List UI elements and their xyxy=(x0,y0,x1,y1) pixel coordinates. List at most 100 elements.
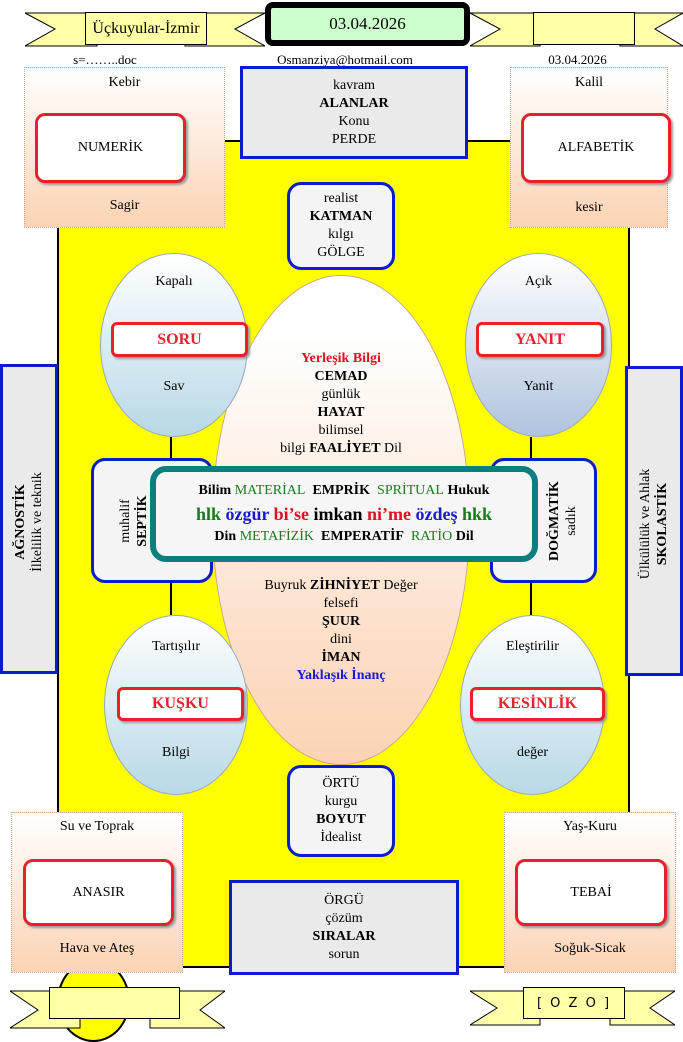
agnostik-bar: AĞNOSTİK İlkelilik ve teknik xyxy=(0,364,58,674)
footer-right-banner: [ O Z O ] xyxy=(470,985,675,1035)
ellipse-top-text: Yerleşik Bilgi CEMAD günlük HAYAT bilims… xyxy=(232,350,450,458)
katman-l3: kılgı xyxy=(328,227,354,242)
din: Din xyxy=(214,529,237,544)
connector xyxy=(170,437,172,458)
alanlar-l1: kavram xyxy=(333,77,375,93)
agnostik-text: AĞNOSTİK İlkelilik ve teknik xyxy=(9,389,49,655)
katman-title: KATMAN xyxy=(309,209,373,224)
yanit-ellipse: Açık YANIT Yanit xyxy=(465,253,612,437)
right-banner xyxy=(470,8,683,53)
dil: Dil xyxy=(455,529,474,544)
siralar-l4: sorun xyxy=(328,946,360,962)
yaklasik-inanc: Yaklaşık İnanç xyxy=(296,668,386,683)
boyut-box: ÖRTÜ kurgu BOYUT İdealist xyxy=(287,765,395,857)
material: MATERİAL xyxy=(234,483,306,498)
skolastik-bar: Ülkülülük ve Ahlak SKOLASTİK xyxy=(625,366,683,676)
boyut-l4: İdealist xyxy=(320,830,362,845)
yerlesik-bilgi: Yerleşik Bilgi xyxy=(301,351,381,366)
footer-left-label xyxy=(49,987,180,1019)
hukuk: Hukuk xyxy=(447,483,490,498)
faaliyet-pre: bilgi xyxy=(280,441,310,456)
septik-title: SEPTİK xyxy=(135,495,150,547)
numerik-top: Kebir xyxy=(108,75,141,90)
ratio: RATİO xyxy=(410,529,453,544)
anasir-bottom: Hava ve Ateş xyxy=(59,941,135,956)
date-label: 03.04.2026 xyxy=(548,52,607,67)
katman-l4: GÖLGE xyxy=(317,245,365,260)
boyut-l1: ÖRTÜ xyxy=(322,776,360,791)
dogmatik-title: DOĞMATİK xyxy=(547,481,562,561)
anasir-box: ANASIR xyxy=(23,859,174,926)
left-banner-label: Üçkuyular-İzmir xyxy=(85,12,207,45)
boyut-l2: kurgu xyxy=(324,794,358,809)
soru-box: SORU xyxy=(111,322,248,357)
right-banner-label xyxy=(533,12,635,45)
hkk: hkk xyxy=(462,504,493,524)
ozgur: özgür xyxy=(225,504,270,524)
ellipse-bottom-text: Buyruk ZİHNİYET Değer felsefi ŞUUR dini … xyxy=(232,577,450,685)
siralar-title: SIRALAR xyxy=(312,928,376,944)
hayat: HAYAT xyxy=(317,405,365,420)
file-label: s=……..doc xyxy=(73,52,137,67)
emperatif: EMPERATİF xyxy=(321,529,404,544)
tebai-panel: Yaş-Kuru TEBAİ Soğuk-Sicak xyxy=(504,812,676,973)
email-link[interactable]: Osmanziya@hotmail.com xyxy=(277,52,413,67)
felsefi: felsefi xyxy=(323,596,359,611)
soru-ellipse: Kapalı SORU Sav xyxy=(100,253,248,437)
alfabetik-top: Kalil xyxy=(575,75,603,90)
center-box: Bilim MATERİAL EMPRİK SPRİTUAL Hukuk hlk… xyxy=(150,466,538,562)
metafizik: METAFİZİK xyxy=(239,529,315,544)
spritual: SPRİTUAL xyxy=(377,483,444,498)
agnostik-title: AĞNOSTİK xyxy=(13,484,28,560)
kesinlik-ellipse: Eleştirilir KESİNLİK değer xyxy=(460,615,605,795)
kesinlik-top: Eleştirilir xyxy=(506,639,559,654)
faaliyet-post: Dil xyxy=(380,441,402,456)
center-row-1: Bilim MATERİAL EMPRİK SPRİTUAL Hukuk xyxy=(199,480,490,502)
numerik-panel: Kebir NUMERİK Sagir xyxy=(24,67,225,228)
soru-top: Kapalı xyxy=(155,274,193,289)
nime: ni’me xyxy=(367,504,412,524)
kusku-ellipse: Tartışılır KUŞKU Bilgi xyxy=(104,615,248,795)
dogmatik-text: DOĞMATİK sadık xyxy=(543,461,583,581)
iman: İMAN xyxy=(321,650,361,665)
yanit-top: Açık xyxy=(524,274,553,289)
suur: ŞUUR xyxy=(321,614,361,629)
cemad: CEMAD xyxy=(314,369,368,384)
left-banner: Üçkuyular-İzmir xyxy=(25,8,265,53)
faaliyet-line: bilgi FAALİYET Dil xyxy=(232,440,450,458)
zihniyet-pre: Buyruk xyxy=(264,578,310,593)
zihniyet-line: Buyruk ZİHNİYET Değer xyxy=(232,577,450,595)
alfabetik-box: ALFABETİK xyxy=(521,113,671,183)
hlk: hlk xyxy=(195,504,221,524)
katman-l1: realist xyxy=(323,191,359,206)
zihniyet-post: Değer xyxy=(379,578,418,593)
kusku-box: KUŞKU xyxy=(117,687,244,721)
anasir-top: Su ve Toprak xyxy=(59,819,135,834)
connector xyxy=(530,437,532,458)
alfabetik-panel: Kalil ALFABETİK kesir xyxy=(510,67,671,228)
siralar-l1: ÖRGÜ xyxy=(324,892,364,908)
connector xyxy=(170,583,172,615)
connector xyxy=(530,583,532,615)
alanlar-box: kavram ALANLAR Konu PERDE xyxy=(240,66,468,159)
numerik-bottom: Sagir xyxy=(109,198,140,213)
boyut-title: BOYUT xyxy=(316,812,366,827)
alanlar-l4: PERDE xyxy=(331,131,377,147)
yanit-bottom: Yanit xyxy=(523,379,554,394)
siralar-l2: çözüm xyxy=(325,910,363,926)
skolastik-title: SKOLASTİK xyxy=(655,482,670,566)
siralar-box: ÖRGÜ çözüm SIRALAR sorun xyxy=(229,880,459,975)
tebai-bottom: Soğuk-Sicak xyxy=(554,941,626,956)
emprik: EMPRİK xyxy=(312,483,371,498)
anasir-panel: Su ve Toprak ANASIR Hava ve Ateş xyxy=(11,812,183,973)
dogmatik-l2: sadık xyxy=(564,506,579,536)
ozdes: özdeş xyxy=(415,504,458,524)
faaliyet: FAALİYET xyxy=(309,441,381,456)
bise: bi’se xyxy=(273,504,309,524)
imkan: imkan xyxy=(313,504,363,524)
bilimsel: bilimsel xyxy=(318,423,364,438)
katman-box: realist KATMAN kılgı GÖLGE xyxy=(287,182,395,270)
footer-left-banner xyxy=(10,985,225,1035)
kesinlik-bottom: değer xyxy=(516,745,549,760)
soru-bottom: Sav xyxy=(163,379,185,394)
